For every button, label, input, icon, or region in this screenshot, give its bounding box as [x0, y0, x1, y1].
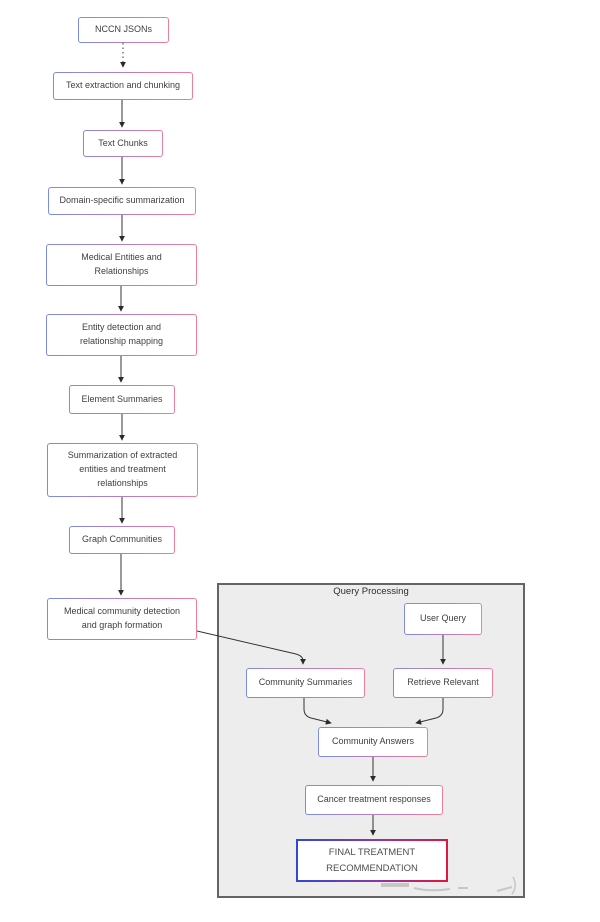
node-label: Domain-specific summarization: [49, 188, 195, 214]
node-label: Cancer treatment responses: [306, 786, 442, 814]
connector-summaries-to-answers: [303, 698, 332, 725]
node-label: Community Summaries: [247, 669, 364, 697]
node-label: Entity detection and relationship mappin…: [47, 315, 196, 355]
node-graph-communities: Graph Communities: [69, 526, 175, 554]
node-nccn-jsons: NCCN JSONs: [78, 17, 169, 43]
node-label: Element Summaries: [70, 386, 174, 413]
node-label: Summarization of extracted entities and …: [48, 444, 197, 496]
node-label: Community Answers: [319, 728, 427, 756]
connector-detection-to-summaries: [196, 630, 306, 665]
node-element-summaries: Element Summaries: [69, 385, 175, 414]
connector-retrieve-to-answers: [415, 698, 444, 725]
node-cancer-responses: Cancer treatment responses: [305, 785, 443, 815]
node-entity-detection: Entity detection and relationship mappin…: [46, 314, 197, 356]
node-community-answers: Community Answers: [318, 727, 428, 757]
node-medical-community: Medical community detection and graph fo…: [47, 598, 197, 640]
node-label: Retrieve Relevant: [394, 669, 492, 697]
node-domain-summarization: Domain-specific summarization: [48, 187, 196, 215]
watermark: [381, 876, 516, 895]
node-label: Medical community detection and graph fo…: [48, 599, 196, 639]
node-label: Medical Entities and Relationships: [47, 245, 196, 285]
node-label: User Query: [405, 604, 481, 634]
node-summarization-extracted: Summarization of extracted entities and …: [47, 443, 198, 497]
node-community-summaries: Community Summaries: [246, 668, 365, 698]
node-final-recommendation: FINAL TREATMENT RECOMMENDATION: [296, 839, 448, 882]
node-text-extraction: Text extraction and chunking: [53, 72, 193, 100]
node-text-chunks: Text Chunks: [83, 130, 163, 157]
node-label: NCCN JSONs: [79, 18, 168, 42]
node-medical-entities: Medical Entities and Relationships: [46, 244, 197, 286]
query-processing-label: Query Processing: [333, 586, 409, 597]
node-label: Graph Communities: [70, 527, 174, 553]
node-label: Text extraction and chunking: [54, 73, 192, 99]
node-label: Text Chunks: [84, 131, 162, 156]
node-user-query: User Query: [404, 603, 482, 635]
node-retrieve-relevant: Retrieve Relevant: [393, 668, 493, 698]
